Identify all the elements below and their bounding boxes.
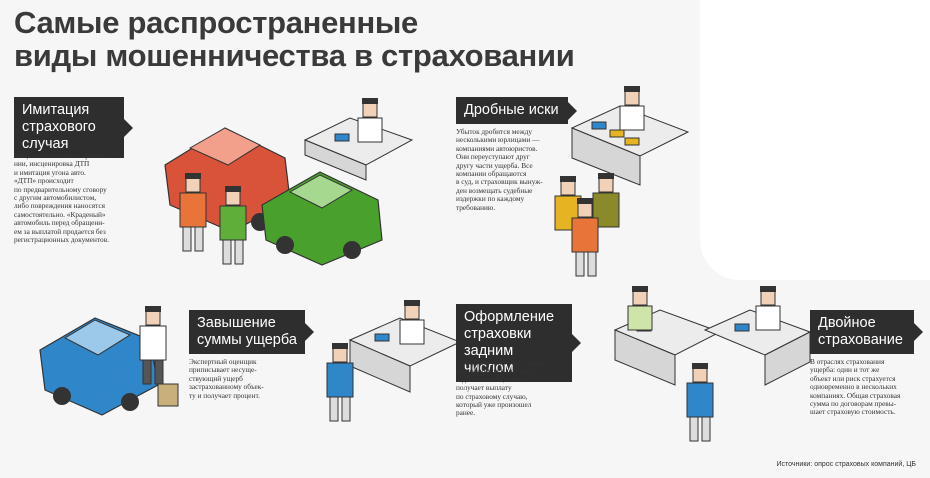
desk-with-clerk-1	[303, 97, 414, 181]
tag-line: Дробные иски	[464, 102, 559, 118]
page-title-line-1: Самые распространенные	[14, 5, 418, 40]
blue-car-illustration	[39, 317, 159, 416]
group-of-lawyers	[554, 172, 620, 277]
desk-with-clerk-2	[570, 85, 690, 186]
tag-line: задним числом	[464, 343, 514, 376]
person-green-shirt	[219, 185, 247, 265]
section-tag-backdating: Оформление страховки задним числом	[456, 304, 581, 382]
source-note: Источники: опрос страховых компаний, ЦБ	[776, 461, 916, 468]
tag-line: Завышение	[197, 315, 276, 331]
desk-with-clerk-3	[348, 299, 462, 393]
section-text-fractional-claims: Убыток дробится между несколькими юрлица…	[456, 127, 543, 212]
person-appraiser	[139, 305, 179, 407]
tag-line: суммы ущерба	[197, 332, 297, 348]
section-text-backdating: Сотрудник страховой компа- нии оформляет…	[456, 358, 546, 418]
background-patch	[700, 0, 930, 280]
green-car-illustration	[261, 171, 383, 266]
section-tag-double-insurance: Двойное страхование	[810, 310, 923, 354]
section-text-inflated-damage: Экспертный оценщик приписывает несуще- с…	[189, 357, 264, 400]
person-orange-shirt	[179, 172, 207, 252]
person-client-double	[686, 362, 714, 442]
section-text-double-insurance: В отраслях страхования ущерба: один и то…	[810, 357, 901, 417]
tag-line: страхового	[22, 119, 96, 135]
page-title: Самые распространенные виды мошенничеств…	[14, 5, 575, 73]
tag-line: страховки	[464, 326, 532, 342]
section-tag-inflated-damage: Завышение суммы ущерба	[189, 310, 314, 354]
tag-line: Двойное	[818, 315, 876, 331]
tag-line: Имитация	[22, 102, 90, 118]
two-desks-with-clerks	[613, 285, 812, 386]
page-title-line-2: виды мошенничества в страховании	[14, 38, 575, 73]
section-text-staged-event: Чаще всего — в автострахова- нии, инсцен…	[14, 151, 109, 245]
person-client-blue	[326, 342, 354, 422]
section-tag-staged-event: Имитация страхового случая	[14, 97, 133, 158]
section-tag-fractional-claims: Дробные иски	[456, 97, 577, 124]
tag-line: Оформление	[464, 309, 555, 325]
tag-line: страхование	[818, 332, 903, 348]
tag-line: случая	[22, 136, 69, 152]
